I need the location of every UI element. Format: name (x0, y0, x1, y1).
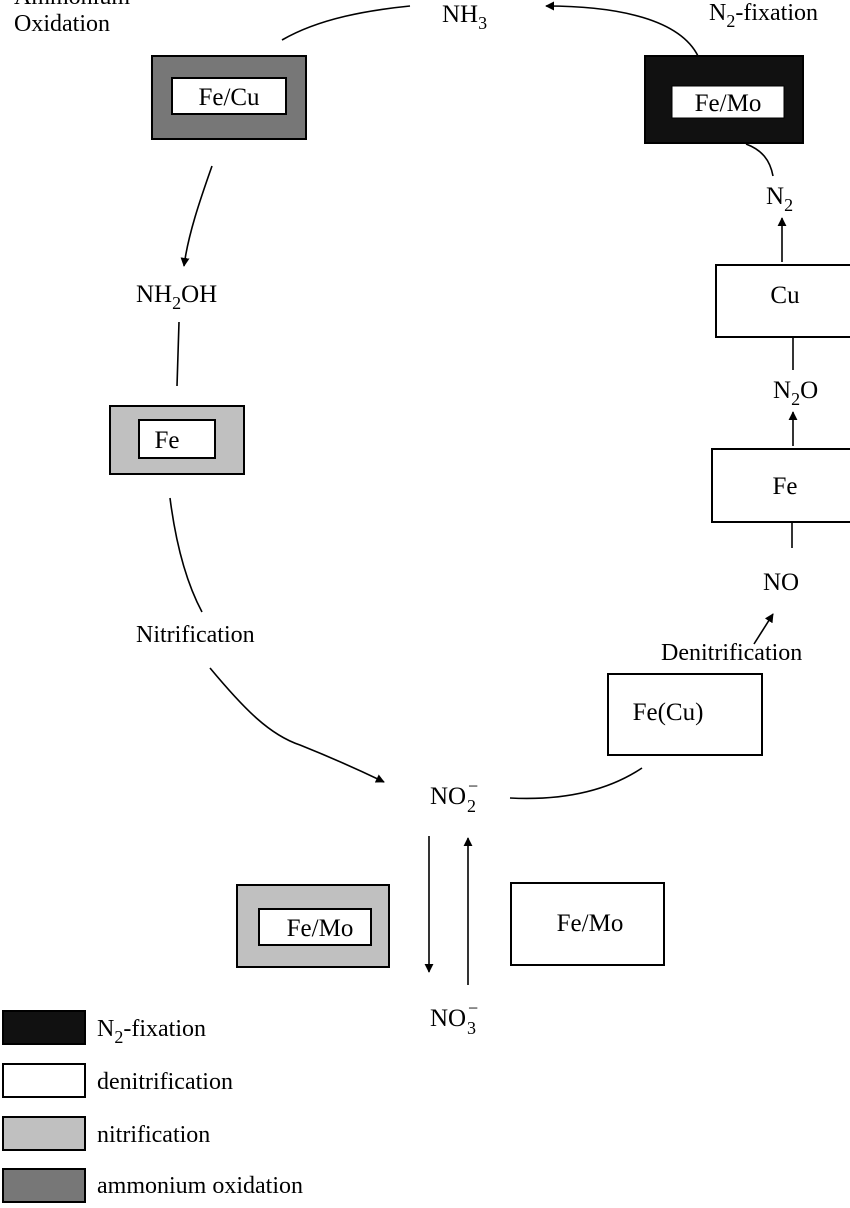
hao-inner (138, 419, 216, 459)
amo-label: Fe/Cu (198, 84, 260, 111)
nxr-box: Fe/Mo (236, 884, 390, 968)
hao-label: Fe (155, 427, 180, 454)
no2-sub: 2 (467, 796, 476, 816)
no2-sup: − (468, 776, 478, 796)
nar-box: Fe/Mo (510, 882, 665, 966)
n2or-outer (715, 264, 850, 338)
ammonium-oxidation-label-line1: Ammonium (14, 0, 130, 10)
nir-label: Fe(Cu) (633, 699, 704, 726)
nor-label: Fe (773, 473, 798, 500)
legend-swatch-nitrification (2, 1116, 86, 1151)
legend-swatch-n2-fixation (2, 1010, 86, 1045)
legend-label-n2-fixation: N2-fixation (97, 1016, 206, 1047)
nxr-inner (258, 908, 372, 946)
nh3-to-amo-curve (281, 5, 411, 41)
legend-label-ammonium-oxidation: ammonium oxidation (97, 1173, 303, 1199)
no2-to-nir-curve (509, 767, 643, 800)
nitrogenase-inner (671, 85, 785, 119)
no2-main: NO (430, 783, 466, 810)
nh3-label: NH3 (442, 1, 487, 33)
legend-label-nitrification: nitrification (97, 1122, 210, 1148)
nxr-label: Fe/Mo (287, 915, 354, 942)
nh2oh-to-hao-line (176, 321, 180, 387)
ammonium-oxidation-label-line2: Oxidation (14, 11, 110, 37)
legend-swatch-ammonium-oxidation (2, 1168, 86, 1203)
nitrogenase-to-nh3-arrow (545, 1, 699, 57)
n2or-label: Cu (770, 282, 800, 309)
hao-box: Fe (109, 405, 245, 475)
no2-label: NO 2 − (430, 776, 478, 816)
n2-label: N2 (766, 183, 793, 215)
legend: N2-fixation denitrification nitrificatio… (2, 1010, 303, 1203)
nar-outer (510, 882, 665, 966)
amo-inner (171, 77, 287, 115)
no3-label: NO 3 − (430, 998, 478, 1038)
amo-box: Fe/Cu (151, 55, 307, 140)
nir-outer (607, 673, 763, 756)
legend-swatch-denitrification (2, 1063, 86, 1098)
n2-to-nitrogenase-curve (745, 143, 774, 177)
nh2oh-label: NH2OH (136, 281, 217, 313)
no-label: NO (763, 569, 799, 596)
nitrification-to-no2-arrow (209, 667, 385, 783)
hao-to-nitrification-curve (169, 497, 203, 613)
denitrification-process-label: Denitrification (661, 640, 802, 666)
no3-main: NO (430, 1005, 466, 1032)
nitrogenase-box: Fe/Mo (644, 55, 804, 144)
nar-label: Fe/Mo (557, 910, 624, 937)
nitrogenase-label: Fe/Mo (695, 90, 762, 117)
nor-box: Fe (711, 448, 850, 523)
no-to-denitrification-arrow (753, 613, 774, 645)
legend-label-denitrification: denitrification (97, 1069, 233, 1095)
n2-fixation-process-label: N2-fixation (709, 0, 818, 31)
nir-box: Fe(Cu) (607, 673, 763, 756)
n2or-box: Cu (715, 264, 850, 338)
nor-outer (711, 448, 850, 523)
no3-sub: 3 (467, 1018, 476, 1038)
nitrification-process-label: Nitrification (136, 622, 255, 648)
no3-sup: − (468, 998, 478, 1018)
n2o-label: N2O (773, 377, 818, 409)
amo-to-nh2oh-arrow (180, 165, 213, 267)
